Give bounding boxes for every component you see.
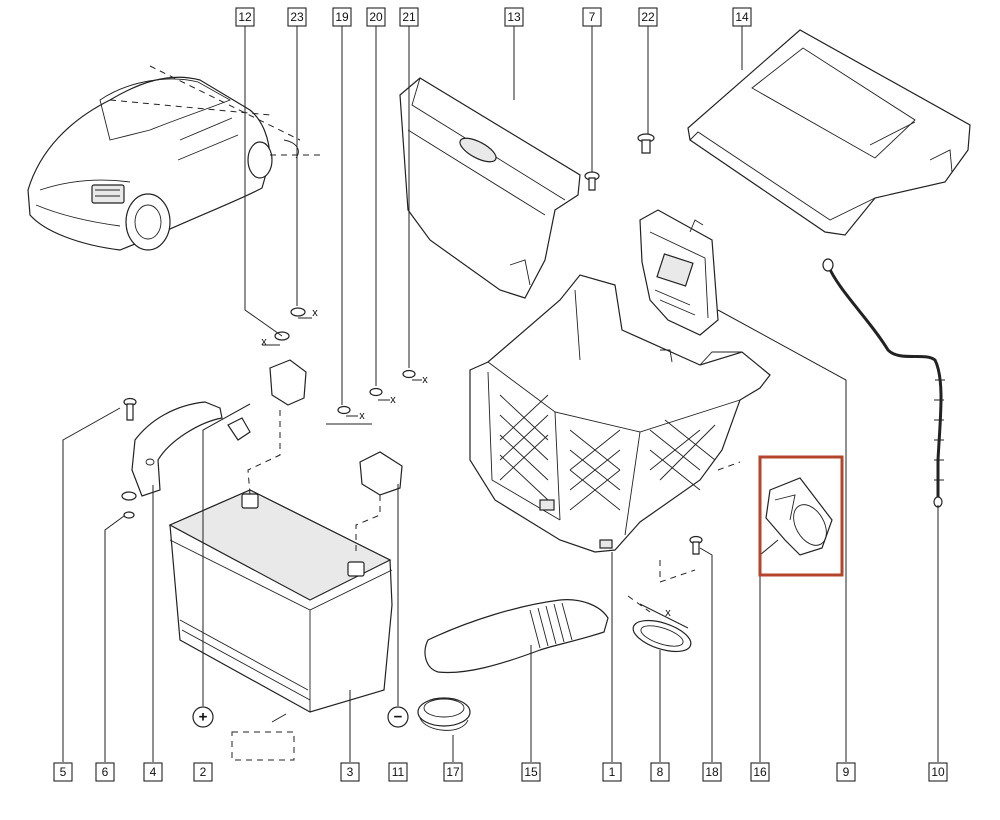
- duct-seal-part-8: [632, 619, 692, 653]
- svg-text:11: 11: [392, 765, 405, 779]
- svg-text:14: 14: [735, 10, 749, 24]
- screw-part-22: [637, 133, 655, 154]
- bolt-part-5: [123, 397, 137, 421]
- callout-13: 13: [504, 7, 524, 27]
- svg-text:21: 21: [402, 10, 416, 24]
- washer-part-6: [121, 491, 137, 519]
- callout-22: 22: [638, 7, 658, 27]
- bolt-part-18: [689, 535, 703, 555]
- callout-23: 23: [287, 7, 307, 27]
- placeholder-pointer: [271, 713, 287, 723]
- callout-19: 19: [332, 7, 352, 27]
- negative-symbol: −: [387, 706, 409, 728]
- svg-text:−: −: [394, 709, 403, 726]
- svg-text:+: +: [199, 709, 208, 726]
- callout-10: 10: [928, 762, 948, 782]
- duct-seal-part-17: [417, 697, 471, 731]
- callout-18: 18: [702, 762, 722, 782]
- callout-5: 5: [53, 762, 73, 782]
- dashed-placeholder-box: [231, 731, 295, 761]
- svg-text:6: 6: [102, 765, 109, 779]
- callout-11: 11: [388, 762, 408, 782]
- screw-part-7: [584, 171, 600, 191]
- callout-15: 15: [521, 762, 541, 782]
- air-inlet-part-16: [765, 477, 833, 556]
- callout-17: 17: [443, 762, 463, 782]
- battery-part-3: [168, 489, 393, 713]
- svg-text:7: 7: [589, 10, 596, 24]
- callout-2: 2: [193, 762, 213, 782]
- svg-text:20: 20: [369, 10, 383, 24]
- callout-12: 12: [235, 7, 255, 27]
- assembly-lines: [247, 410, 741, 613]
- battery-tray-part-1: [469, 274, 771, 553]
- svg-text:23: 23: [290, 10, 304, 24]
- svg-text:12: 12: [238, 10, 252, 24]
- callout-9: 9: [836, 762, 856, 782]
- svg-text:4: 4: [150, 765, 157, 779]
- x-mark: x: [312, 307, 318, 319]
- svg-text:5: 5: [60, 765, 67, 779]
- callout-7: 7: [582, 7, 602, 27]
- fuse-box-part-9: [639, 209, 719, 336]
- svg-text:3: 3: [347, 765, 354, 779]
- svg-text:22: 22: [641, 10, 655, 24]
- x-mark: x: [422, 374, 428, 386]
- top-cover-part-14: [687, 29, 971, 236]
- negative-terminal-clamp-part-11: [337, 369, 416, 496]
- callout-3: 3: [340, 762, 360, 782]
- svg-text:2: 2: [200, 765, 207, 779]
- battery-cover-part-13: [399, 77, 581, 299]
- svg-text:18: 18: [705, 765, 719, 779]
- x-mark: x: [665, 607, 671, 619]
- callout-4: 4: [143, 762, 163, 782]
- callout-21: 21: [399, 7, 419, 27]
- svg-text:1: 1: [609, 765, 616, 779]
- svg-text:16: 16: [753, 765, 767, 779]
- svg-text:9: 9: [843, 765, 850, 779]
- callout-6: 6: [95, 762, 115, 782]
- svg-text:15: 15: [524, 765, 538, 779]
- svg-text:10: 10: [931, 765, 945, 779]
- air-duct-part-15: [424, 599, 609, 674]
- svg-text:19: 19: [335, 10, 349, 24]
- x-mark: x: [359, 410, 365, 422]
- x-marks: x x x x x x: [261, 307, 689, 629]
- svg-text:17: 17: [446, 765, 460, 779]
- x-mark: x: [390, 394, 396, 406]
- callout-14: 14: [732, 7, 752, 27]
- callout-20: 20: [366, 7, 386, 27]
- wiring-harness-part-10: [822, 258, 945, 508]
- x-mark: x: [261, 336, 267, 348]
- vehicle-illustration: [27, 65, 320, 251]
- positive-symbol: +: [192, 706, 214, 728]
- callout-1: 1: [602, 762, 622, 782]
- callout-16: 16: [750, 762, 770, 782]
- hold-down-bracket-part-4: [131, 401, 223, 497]
- highlight-box: [758, 455, 844, 577]
- callout-8: 8: [650, 762, 670, 782]
- svg-text:13: 13: [507, 10, 521, 24]
- positive-terminal-clamp-part-2: [227, 307, 307, 441]
- leader-lines: [62, 26, 939, 762]
- svg-text:8: 8: [657, 765, 664, 779]
